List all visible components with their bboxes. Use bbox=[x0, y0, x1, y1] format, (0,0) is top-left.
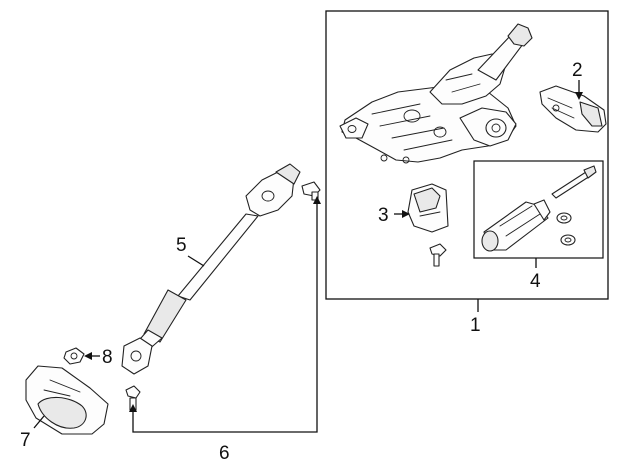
callout-7: 7 bbox=[20, 430, 31, 451]
lock-bracket bbox=[407, 183, 449, 233]
leader-arrow-6b bbox=[313, 196, 321, 204]
steering-column-assembly bbox=[339, 23, 533, 164]
column-cover bbox=[539, 85, 607, 133]
leader-arrow-2 bbox=[575, 92, 583, 100]
bracket-bolt bbox=[429, 243, 447, 267]
callout-6: 6 bbox=[219, 443, 230, 464]
leader-line-5 bbox=[187, 255, 205, 267]
callout-4: 4 bbox=[530, 271, 541, 292]
leader-arrow-8 bbox=[84, 352, 92, 360]
assembly-frame bbox=[325, 10, 609, 300]
retaining-nut bbox=[63, 347, 85, 365]
tilt-motor bbox=[481, 199, 551, 252]
dash-seal bbox=[25, 365, 109, 435]
callout-8: 8 bbox=[102, 347, 113, 368]
motor-rod bbox=[551, 165, 597, 199]
callout-3: 3 bbox=[378, 205, 389, 226]
intermediate-shaft bbox=[121, 163, 301, 375]
leader-arrow-6a bbox=[129, 404, 137, 412]
callout-2: 2 bbox=[572, 60, 583, 81]
callout-1: 1 bbox=[470, 315, 481, 336]
leader-line-7 bbox=[33, 415, 45, 429]
leader-line-6 bbox=[132, 200, 318, 433]
subassembly-frame bbox=[473, 160, 604, 259]
motor-screw-lower bbox=[560, 234, 576, 246]
leader-arrow-3 bbox=[402, 210, 410, 218]
upper-pinch-bolt bbox=[301, 181, 321, 201]
callout-5: 5 bbox=[176, 235, 187, 256]
motor-screw-upper bbox=[556, 212, 572, 224]
